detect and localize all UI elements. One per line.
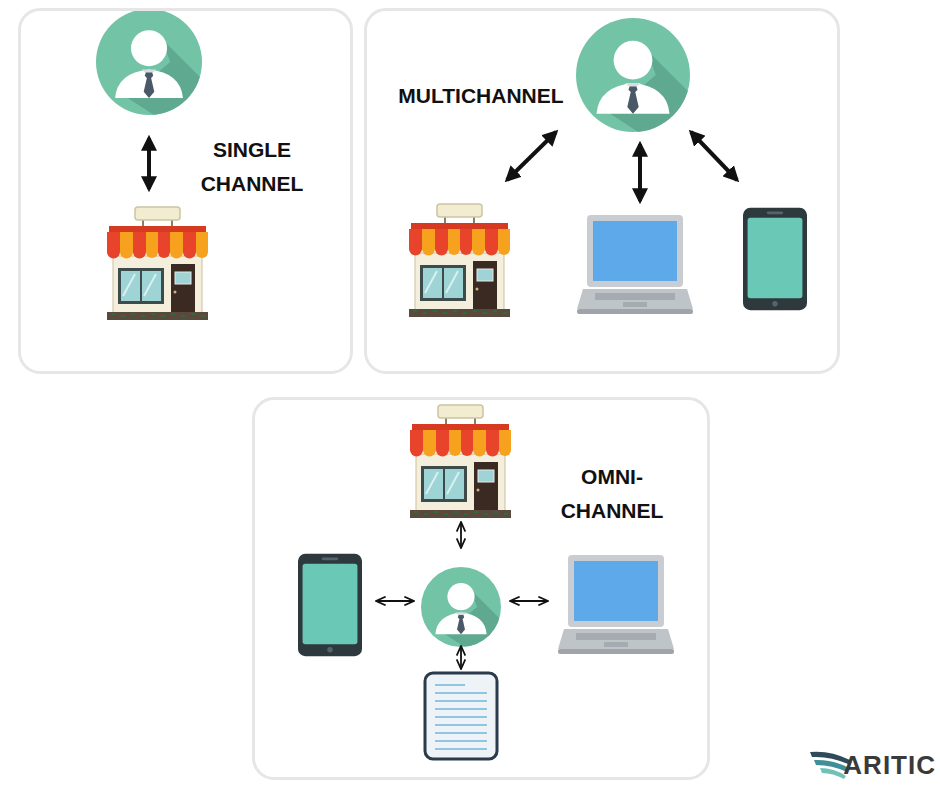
laptop-icon xyxy=(577,215,693,314)
double-arrow xyxy=(147,138,151,189)
double-arrow xyxy=(377,600,413,602)
channel-panel: OMNI- CHANNEL xyxy=(252,397,710,780)
channel-title: OMNI- CHANNEL xyxy=(561,460,664,528)
channel-panel: MULTICHANNEL xyxy=(364,8,840,374)
double-arrow xyxy=(460,647,462,668)
channel-panel: SINGLE CHANNEL xyxy=(18,8,353,374)
laptop-icon xyxy=(558,555,674,654)
store-icon xyxy=(409,204,510,317)
person-icon xyxy=(576,18,701,143)
person-icon xyxy=(96,9,213,126)
person-icon xyxy=(421,567,509,655)
channel-title: SINGLE CHANNEL xyxy=(201,133,304,201)
document-icon xyxy=(425,673,497,759)
phone-icon xyxy=(743,208,807,310)
store-icon xyxy=(107,207,208,320)
double-arrow xyxy=(691,132,737,180)
double-arrow xyxy=(638,144,642,201)
phone-icon xyxy=(298,554,362,656)
logo-text: ARITIC xyxy=(843,750,936,780)
channel-title: MULTICHANNEL xyxy=(398,79,563,113)
double-arrow xyxy=(460,523,462,547)
double-arrow xyxy=(511,600,547,602)
store-icon xyxy=(410,405,511,518)
double-arrow xyxy=(507,132,556,180)
